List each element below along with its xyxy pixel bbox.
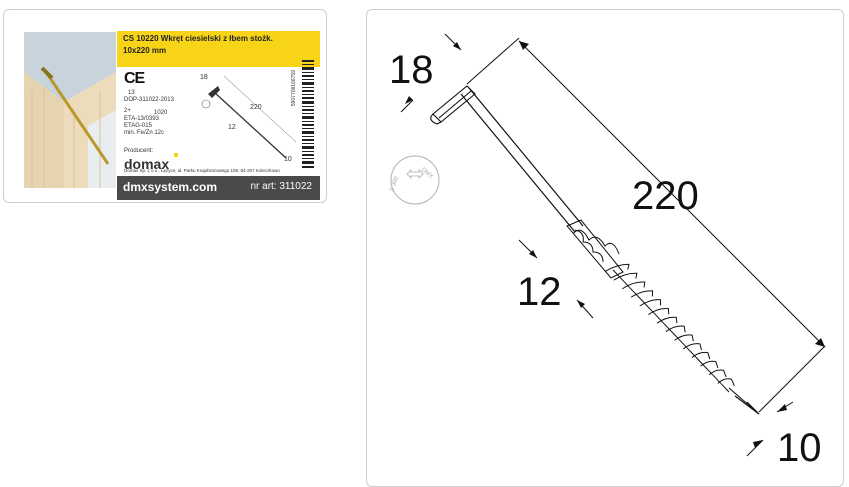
website-band: dmxsystem.com nr art: 311022 xyxy=(117,176,320,200)
website-text: dmxsystem.com xyxy=(123,180,218,194)
mini-dim-length: 220 xyxy=(250,104,262,111)
dop-number: DOP-311022-2013 xyxy=(124,97,174,103)
article-number: nr art: 311022 xyxy=(250,181,312,192)
material-spec: min. Fe/Zn 12c xyxy=(124,130,165,136)
barcode-digits: 5907708166759 xyxy=(291,70,297,107)
barcode xyxy=(302,60,314,170)
product-name-band: CS 10220 Wkręt ciesielski z łbem stożk. … xyxy=(117,31,320,67)
mini-dim-head: 18 xyxy=(200,74,208,81)
product-name: CS 10220 Wkręt ciesielski z łbem stożk. xyxy=(123,34,273,43)
brand-logo: domax xyxy=(124,156,170,172)
screw-head-top-view: DMX S 300 xyxy=(389,155,440,205)
screw-technical-drawing: DMX S 300 xyxy=(389,33,826,457)
dimension-head-diameter: 18 xyxy=(389,48,434,92)
spec-class: 2+ xyxy=(124,108,131,114)
screw-thread xyxy=(604,263,735,393)
spec-code: 1020 xyxy=(154,110,168,116)
dimension-tip-length: 10 xyxy=(777,426,822,470)
product-thumbnail[interactable]: CS 10220 Wkręt ciesielski z łbem stożk. … xyxy=(3,9,327,203)
producer-address: Domax Sp. z o.o., Łężyce, al. Parku Kraj… xyxy=(124,168,280,173)
etag-number: ETAG-015 xyxy=(124,123,152,129)
head-stamp-bottom: S 300 xyxy=(389,175,400,192)
brand-logo-dot xyxy=(174,153,178,157)
ce-year: 13 xyxy=(128,90,135,96)
mini-dim-thread: 12 xyxy=(228,124,236,131)
mini-screw-drawing: 18 220 12 10 xyxy=(194,70,304,170)
eta-number: ETA-13/0393 xyxy=(124,116,159,122)
dimension-thread-diameter: 12 xyxy=(517,270,562,314)
mini-dim-tip: 10 xyxy=(284,156,292,163)
installation-photo xyxy=(24,32,116,188)
ce-mark: CE xyxy=(124,70,145,87)
dimension-length: 220 xyxy=(632,174,699,218)
producer-label: Producent: xyxy=(124,148,154,154)
main-product-image: DMX S 300 18 220 12 10 xyxy=(366,9,844,487)
product-size: 10x220 mm xyxy=(123,46,167,55)
